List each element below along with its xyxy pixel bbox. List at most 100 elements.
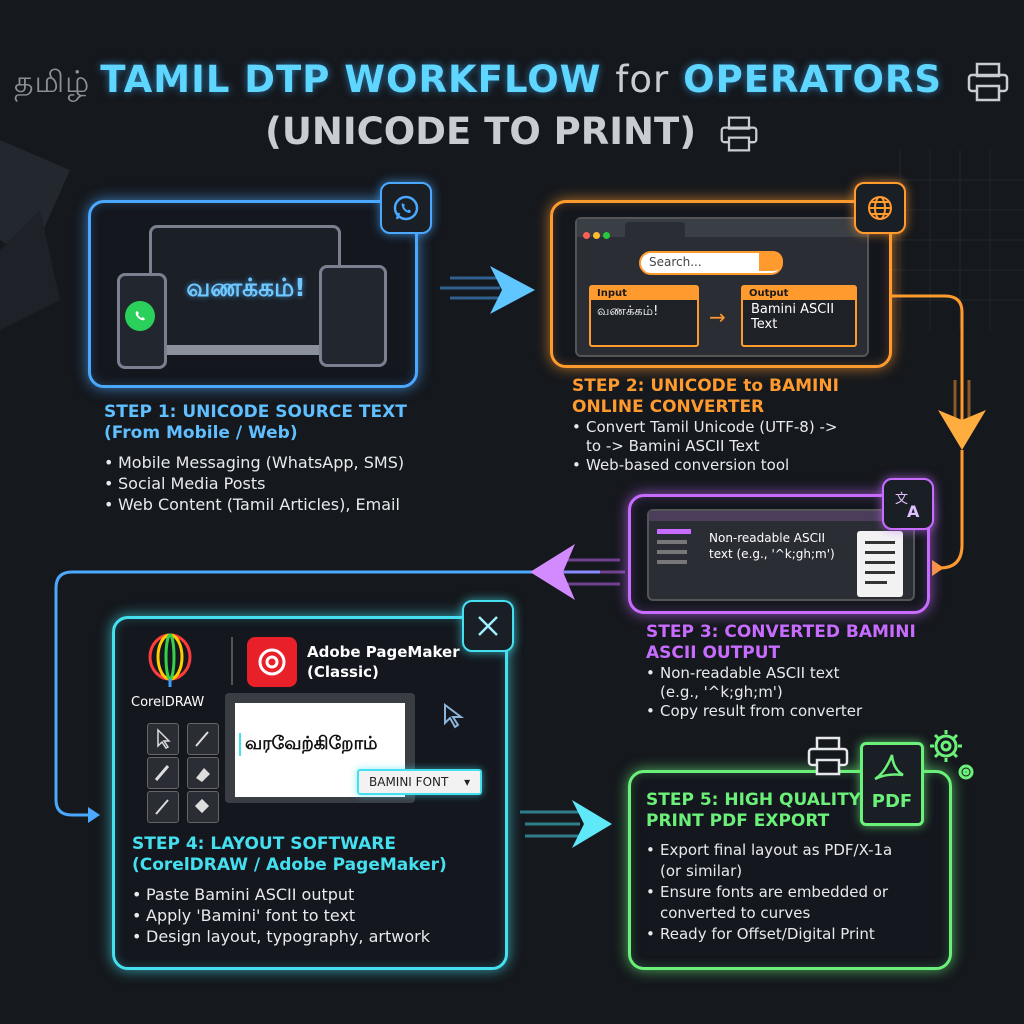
page-subtitle: (UNICODE TO PRINT) <box>0 110 1024 153</box>
design-tools-icon <box>462 600 514 652</box>
list-item: Social Media Posts <box>104 473 404 494</box>
step3-panel: Non-readable ASCII text (e.g., '^k;gh;m'… <box>628 494 930 614</box>
output-text-line2: Text <box>751 317 778 332</box>
pdf-label: PDF <box>871 791 913 812</box>
step2-heading-line1: STEP 2: UNICODE to BAMINI <box>572 376 839 396</box>
step5-heading-line2: PRINT PDF EXPORT <box>646 811 830 831</box>
step5-heading: STEP 5: HIGH QUALITY PRINT PDF EXPORT <box>646 790 861 832</box>
document-scroll-icon <box>857 531 903 597</box>
tablet-illustration <box>319 265 387 367</box>
list-item-cont: to -> Bamini ASCII Text <box>586 437 760 455</box>
search-placeholder: Search... <box>649 255 702 269</box>
laptop-base <box>131 345 353 355</box>
globe-icon <box>854 182 906 234</box>
ascii-text-line2: text (e.g., '^k;gh;m') <box>709 547 835 561</box>
step1-heading-line1: STEP 1: UNICODE SOURCE TEXT <box>104 402 407 422</box>
title-for: for <box>615 58 670 101</box>
tamil-mark: தமிழ் <box>14 65 91 100</box>
printer-icon <box>967 62 1009 101</box>
pagemaker-logo <box>247 637 297 687</box>
font-dropdown[interactable]: BAMINI FONT ▾ <box>357 769 483 795</box>
step4-heading-line1: STEP 4: LAYOUT SOFTWARE <box>132 834 396 854</box>
input-text: வணக்கம்! <box>597 304 659 319</box>
ascii-text-line1: Non-readable ASCII <box>709 531 826 545</box>
laptop-screen-text: வணக்கம்! <box>186 273 306 302</box>
title-part2: OPERATORS <box>683 58 943 101</box>
window-sidebar <box>657 529 697 589</box>
output-box: Output Bamini ASCII Text <box>741 285 857 347</box>
browser-window: Search... Input வணக்கம்! → Output Bamini… <box>575 217 869 357</box>
eraser-tool[interactable] <box>187 791 219 823</box>
list-item-cont: (or similar) <box>660 862 743 880</box>
step3-heading: STEP 3: CONVERTED BAMINI ASCII OUTPUT <box>646 622 916 664</box>
step1-heading: STEP 1: UNICODE SOURCE TEXT (From Mobile… <box>104 402 407 444</box>
step3-bullets: Non-readable ASCII text (e.g., '^k;gh;m'… <box>646 664 862 721</box>
step5-heading-line1: STEP 5: HIGH QUALITY <box>646 790 861 810</box>
brush-tool[interactable] <box>147 791 179 823</box>
arrow-step4-to-step5 <box>520 800 612 848</box>
svg-text:文: 文 <box>895 492 908 507</box>
fill-tool[interactable] <box>187 757 219 789</box>
browser-tab[interactable] <box>625 222 685 237</box>
chevron-down-icon: ▾ <box>464 775 471 789</box>
canvas-text: வரவேற்கிறோம் <box>239 733 377 756</box>
font-dropdown-label: BAMINI FONT <box>369 775 449 789</box>
pdf-icon: PDF <box>860 742 924 826</box>
list-item-cont: (e.g., '^k;gh;m') <box>660 683 783 701</box>
divider <box>231 637 233 685</box>
window-titlebar <box>649 511 913 521</box>
arrow-icon: → <box>709 305 726 329</box>
step4-heading-line2: (CorelDRAW / Adobe PageMaker) <box>132 855 447 875</box>
list-item: Design layout, typography, artwork <box>132 926 430 947</box>
pencil-tool[interactable] <box>147 757 179 789</box>
list-item: Paste Bamini ASCII output <box>132 884 430 905</box>
list-item-cont: converted to curves <box>660 904 811 922</box>
svg-text:A: A <box>907 502 920 520</box>
step2-heading-line2: ONLINE CONVERTER <box>572 397 765 417</box>
cursor-icon <box>441 701 469 733</box>
step1-panel: வணக்கம்! <box>88 200 418 388</box>
step4-heading: STEP 4: LAYOUT SOFTWARE (CorelDRAW / Ado… <box>132 834 447 876</box>
list-item: Ensure fonts are embedded or <box>646 882 892 903</box>
title-part1: TAMIL DTP WORKFLOW <box>100 58 602 101</box>
whatsapp-icon <box>380 182 432 234</box>
list-item: Web Content (Tamil Articles), Email <box>104 494 404 515</box>
list-item: Web-based conversion tool <box>572 456 837 475</box>
list-item: Ready for Offset/Digital Print <box>646 924 892 945</box>
printer-icon <box>807 736 849 776</box>
step3-heading-line1: STEP 3: CONVERTED BAMINI <box>646 622 916 642</box>
step2-panel: Search... Input வணக்கம்! → Output Bamini… <box>550 200 892 368</box>
pagemaker-label-line1: Adobe PageMaker <box>307 643 460 661</box>
list-item: Non-readable ASCII text <box>646 664 862 683</box>
list-item: Convert Tamil Unicode (UTF-8) -> <box>572 418 837 437</box>
step4-bullets: Paste Bamini ASCII output Apply 'Bamini'… <box>132 884 430 947</box>
arrow-step1-to-step2 <box>440 266 535 314</box>
title-line2: (UNICODE TO PRINT) <box>264 110 697 153</box>
step2-bullets: Convert Tamil Unicode (UTF-8) -> to -> B… <box>572 418 837 475</box>
coreldraw-label: CorelDRAW <box>131 695 205 710</box>
input-label: Input <box>591 287 697 300</box>
search-input[interactable]: Search... <box>639 251 783 275</box>
page-title: தமிழ் TAMIL DTP WORKFLOW for OPERATORS <box>0 58 1024 104</box>
step1-heading-line2: (From Mobile / Web) <box>104 423 298 443</box>
window-dots <box>583 224 623 239</box>
gear-icon <box>930 730 974 780</box>
pen-tool[interactable] <box>187 723 219 755</box>
pagemaker-label-line2: (Classic) <box>307 663 379 681</box>
search-icon[interactable] <box>759 251 783 271</box>
whatsapp-icon <box>125 301 155 331</box>
tool-palette <box>147 723 221 823</box>
output-label: Output <box>743 287 855 300</box>
printer-icon <box>720 115 758 151</box>
step5-bullets: Export final layout as PDF/X-1a (or simi… <box>646 840 892 945</box>
list-item: Export final layout as PDF/X-1a <box>646 840 892 861</box>
step3-heading-line2: ASCII OUTPUT <box>646 643 781 663</box>
step2-heading: STEP 2: UNICODE to BAMINI ONLINE CONVERT… <box>572 376 839 418</box>
arrow-step3-to-step4 <box>530 544 625 600</box>
arrow-step2-down <box>938 380 986 450</box>
list-item: Mobile Messaging (WhatsApp, SMS) <box>104 452 404 473</box>
step1-bullets: Mobile Messaging (WhatsApp, SMS) Social … <box>104 452 404 515</box>
select-tool[interactable] <box>147 723 179 755</box>
